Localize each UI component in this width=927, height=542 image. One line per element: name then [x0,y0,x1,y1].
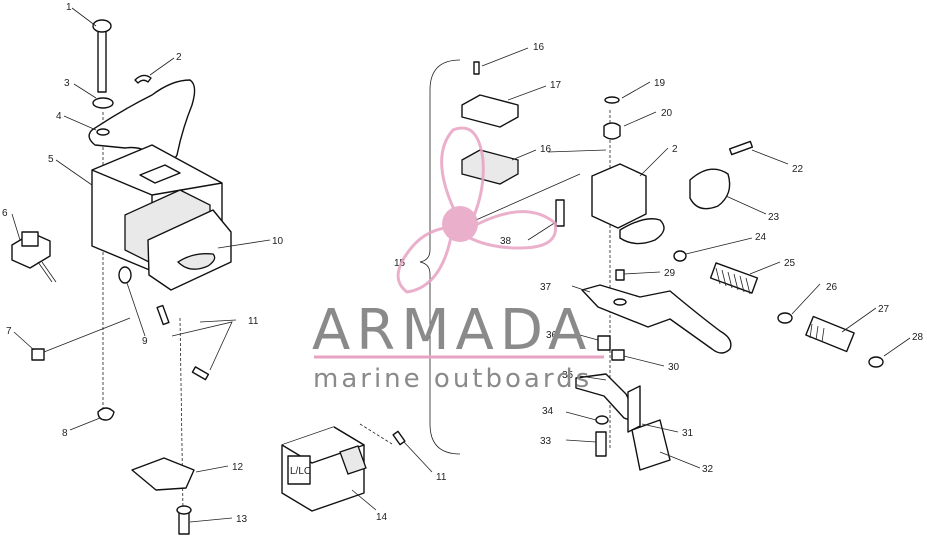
screw-top-part [473,61,480,75]
callout-7: 7 [6,326,12,337]
oring-part [868,356,884,368]
watermark-brand: ARMADA [312,298,592,363]
spacer-29-part [615,269,625,281]
callout-labels: 1 2 3 4 5 6 7 8 9 10 11 12 13 14 11 15 1… [2,2,924,525]
pin-part [92,19,112,93]
callout-5: 5 [48,154,54,165]
bushing-part [603,122,621,140]
bracket-part [88,79,196,165]
callout-33: 33 [540,436,552,447]
callout-14: 14 [376,512,388,523]
watermark: ARMADA marine outboards [312,126,604,394]
clamp-part [689,168,731,210]
callout-24: 24 [755,232,767,243]
callout-26: 26 [826,282,838,293]
callout-6: 6 [2,208,8,219]
lanyard-switch-part: L/LC [281,423,433,512]
screw-part-2 [191,366,210,381]
spring-part [709,262,759,295]
watermark-tagline: marine outboards [313,364,592,394]
nut-part [31,348,45,361]
callout-19: 19 [654,78,666,89]
nut-30-part [611,349,625,361]
washer-part [92,97,114,109]
callout-20: 20 [661,108,673,119]
callout-12: 12 [232,462,244,473]
callout-8: 8 [62,428,68,439]
ring-part [97,407,115,421]
callout-27: 27 [878,304,890,315]
spool-part [805,315,855,353]
plate-32-part [631,419,671,471]
callout-9: 9 [142,336,148,347]
callout-11b: 11 [436,472,447,483]
spacer-part [118,266,132,284]
plate-31-part [627,385,641,433]
callout-13: 13 [236,514,248,525]
callout-34: 34 [542,406,554,417]
callout-4: 4 [56,111,62,122]
cover-plate-part [147,209,232,291]
callout-31: 31 [682,428,694,439]
callout-22: 22 [792,164,804,175]
callout-36: 36 [546,330,558,341]
washer-26-part [777,312,793,324]
callout-35: 35 [562,370,574,381]
callout-23: 23 [768,212,780,223]
bolt-right-part [728,140,754,156]
callout-11: 11 [248,316,259,327]
washer-34-part [595,415,609,425]
plate-part [131,457,195,491]
left-assembly [11,7,271,535]
washer-right-part [673,250,687,262]
callout-3: 3 [64,78,70,89]
callout-1: 1 [66,2,72,13]
callout-37: 37 [540,282,552,293]
propeller-logo-icon [396,126,558,294]
callout-21: 2 [672,144,678,155]
callout-29: 29 [664,268,676,279]
group-brace [419,59,461,455]
clip-part [134,74,152,84]
knob-part [11,231,57,283]
cap-part [461,94,519,128]
gasket-part [461,149,519,185]
callout-2: 2 [176,52,182,63]
callout-17: 17 [550,80,562,91]
spring-36-part [597,335,611,351]
bolt-33-part [595,431,607,457]
right-assembly [461,47,911,471]
callout-10: 10 [272,236,284,247]
bolt-38-part [555,199,565,227]
throttle-body-part [591,163,647,229]
callout-32: 32 [702,464,714,475]
callout-18: 16 [540,144,552,155]
callout-30: 30 [668,362,680,373]
bolt-part [176,505,192,535]
screw-part [156,304,170,326]
switch-label: L/LC [290,466,311,477]
callout-38: 38 [500,236,512,247]
callout-28: 28 [912,332,924,343]
callout-25: 25 [784,258,796,269]
washer-top-part [604,96,620,104]
callout-16: 16 [533,42,545,53]
